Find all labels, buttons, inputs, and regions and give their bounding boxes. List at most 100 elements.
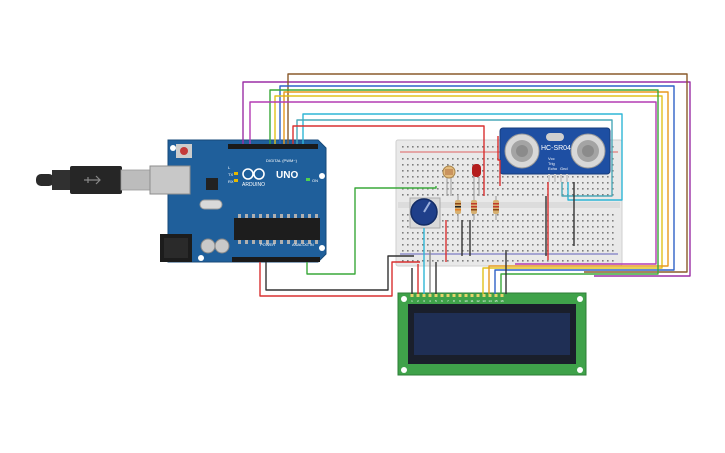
breadboard-hole: [482, 194, 484, 196]
breadboard-hole: [442, 176, 444, 178]
breadboard-hole: [467, 146, 469, 148]
breadboard-hole: [462, 260, 464, 262]
breadboard-hole: [572, 226, 574, 228]
arduino-uno-board[interactable]: ARDUINO UNO DIGITAL (PWM~) POWER ANALOG …: [149, 139, 327, 263]
lcd-pin: [464, 294, 468, 297]
breadboard-hole: [487, 146, 489, 148]
lcd-pin-number: 1: [411, 299, 413, 303]
breadboard-hole: [577, 188, 579, 190]
breadboard-hole: [422, 188, 424, 190]
breadboard-hole: [457, 244, 459, 246]
breadboard-hole: [427, 194, 429, 196]
breadboard-hole: [612, 260, 614, 262]
wire-orange-top: [283, 91, 669, 267]
breadboard-hole: [452, 194, 454, 196]
breadboard-hole: [422, 170, 424, 172]
breadboard-hole: [597, 220, 599, 222]
breadboard-hole: [402, 226, 404, 228]
breadboard-hole: [472, 164, 474, 166]
breadboard-hole: [467, 260, 469, 262]
breadboard-hole: [477, 194, 479, 196]
breadboard-hole: [502, 214, 504, 216]
breadboard-hole: [417, 164, 419, 166]
breadboard-hole: [572, 232, 574, 234]
breadboard-hole: [537, 220, 539, 222]
breadboard-hole: [432, 194, 434, 196]
breadboard-hole: [607, 182, 609, 184]
breadboard-hole: [407, 146, 409, 148]
potentiometer[interactable]: [409, 197, 441, 229]
photoresistor: [442, 165, 456, 196]
breadboard-hole: [607, 250, 609, 252]
breadboard-hole: [512, 226, 514, 228]
breadboard-hole: [612, 232, 614, 234]
breadboard-hole: [567, 250, 569, 252]
ultrasonic-sensor[interactable]: HC-SR04 Vcc Trig Echo Gnd: [499, 127, 611, 182]
breadboard-hole: [457, 158, 459, 160]
breadboard-hole: [427, 238, 429, 240]
breadboard-hole: [407, 220, 409, 222]
breadboard-hole: [462, 182, 464, 184]
breadboard-hole: [472, 158, 474, 160]
breadboard-hole: [527, 214, 529, 216]
breadboard-hole: [407, 188, 409, 190]
lcd-pin: [428, 294, 432, 297]
breadboard-hole: [487, 238, 489, 240]
breadboard-hole: [602, 188, 604, 190]
breadboard-hole: [582, 226, 584, 228]
breadboard-hole: [457, 170, 459, 172]
breadboard-hole: [582, 176, 584, 178]
breadboard-hole: [437, 250, 439, 252]
breadboard-hole: [537, 238, 539, 240]
breadboard-hole: [507, 238, 509, 240]
breadboard-hole: [522, 176, 524, 178]
breadboard-hole: [602, 182, 604, 184]
breadboard-hole: [552, 226, 554, 228]
lcd-pin-number: 15: [494, 299, 498, 303]
breadboard-hole: [592, 176, 594, 178]
breadboard-hole: [607, 176, 609, 178]
breadboard-hole: [417, 146, 419, 148]
breadboard-hole: [532, 220, 534, 222]
breadboard-hole: [402, 176, 404, 178]
breadboard-hole: [562, 182, 564, 184]
breadboard-hole: [572, 194, 574, 196]
breadboard-hole: [487, 250, 489, 252]
breadboard-hole: [607, 260, 609, 262]
breadboard-hole: [402, 158, 404, 160]
breadboard-hole: [607, 238, 609, 240]
breadboard-hole: [472, 250, 474, 252]
breadboard-hole: [497, 238, 499, 240]
breadboard-hole: [542, 188, 544, 190]
lcd-pin-number: 5: [435, 299, 437, 303]
breadboard-hole: [477, 232, 479, 234]
breadboard-hole: [417, 194, 419, 196]
lcd-pin: [440, 294, 444, 297]
breadboard-hole: [552, 244, 554, 246]
breadboard-hole: [552, 194, 554, 196]
reset-button[interactable]: [180, 147, 188, 155]
breadboard-hole: [527, 176, 529, 178]
lcd-pin: [422, 294, 426, 297]
breadboard-hole: [422, 164, 424, 166]
breadboard-hole: [557, 194, 559, 196]
breadboard-hole: [422, 244, 424, 246]
breadboard-hole: [432, 146, 434, 148]
breadboard-hole: [407, 232, 409, 234]
breadboard-hole: [607, 226, 609, 228]
breadboard-hole: [552, 182, 554, 184]
breadboard-hole: [457, 164, 459, 166]
breadboard-hole: [492, 226, 494, 228]
breadboard-hole: [567, 244, 569, 246]
breadboard-hole: [607, 244, 609, 246]
breadboard-hole: [532, 188, 534, 190]
breadboard-hole: [587, 238, 589, 240]
breadboard-hole: [417, 260, 419, 262]
breadboard-hole: [607, 220, 609, 222]
breadboard-hole: [542, 260, 544, 262]
breadboard-hole: [502, 260, 504, 262]
red-led: [472, 164, 481, 196]
breadboard-hole: [462, 176, 464, 178]
breadboard-hole: [447, 188, 449, 190]
breadboard-hole: [557, 176, 559, 178]
